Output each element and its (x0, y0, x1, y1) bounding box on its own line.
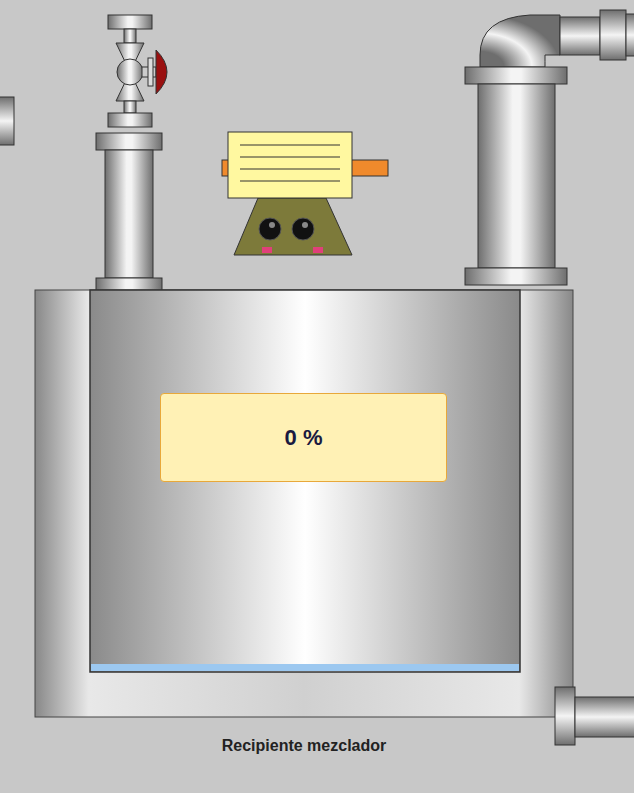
inlet-valve-part (108, 15, 152, 29)
inlet-pipe-part (96, 133, 162, 150)
edge-stub-part (0, 97, 14, 145)
mixer-motor-part (259, 218, 281, 240)
inlet-valve-part (148, 58, 153, 86)
mixing-tank (35, 290, 573, 717)
inlet-valve-part (124, 101, 136, 113)
mixer-motor-part (240, 145, 340, 146)
mixer-motor-part (302, 222, 308, 228)
inlet-valve-part (156, 50, 167, 94)
level-value: 0 % (285, 425, 323, 451)
tank-label: Recipiente mezclador (35, 737, 573, 755)
return-pipe-part (600, 10, 626, 60)
inlet-pipe (96, 133, 162, 295)
return-pipe-part (465, 67, 567, 84)
mixer-motor (222, 132, 388, 255)
mixer-motor-part (228, 132, 352, 198)
return-pipe-part (480, 15, 560, 67)
drain-pipe (555, 687, 634, 745)
return-pipe-part (626, 14, 634, 56)
drain-pipe-part (575, 697, 634, 737)
drain-pipe-part (555, 687, 575, 745)
mixer-motor-part (240, 181, 340, 182)
return-pipe-part (560, 17, 600, 55)
return-pipe-part (465, 268, 567, 285)
mixing-tank-part (91, 664, 519, 671)
mixing-tank-part (35, 290, 573, 717)
inlet-valve-part (108, 113, 152, 127)
mixer-motor-part (292, 218, 314, 240)
mixer-motor-part (262, 247, 272, 253)
mixer-motor-part (313, 247, 323, 253)
mixing-tank-part (90, 290, 520, 672)
mixer-motor-part (240, 157, 340, 158)
level-display: 0 % (160, 393, 447, 482)
edge-stub (0, 97, 14, 145)
inlet-pipe-part (105, 150, 153, 278)
return-pipe-part (478, 84, 555, 268)
inlet-valve-part (117, 59, 143, 85)
inlet-valve-part (124, 29, 136, 43)
mixer-motor-part (269, 222, 275, 228)
return-pipe (465, 10, 634, 285)
mixing-tank: Recipiente mezclador 0 % (35, 290, 573, 765)
mixer-motor-part (234, 198, 352, 255)
inlet-valve (108, 15, 167, 127)
mixer-motor-part (348, 160, 388, 176)
mixer-motor-part (240, 169, 340, 170)
